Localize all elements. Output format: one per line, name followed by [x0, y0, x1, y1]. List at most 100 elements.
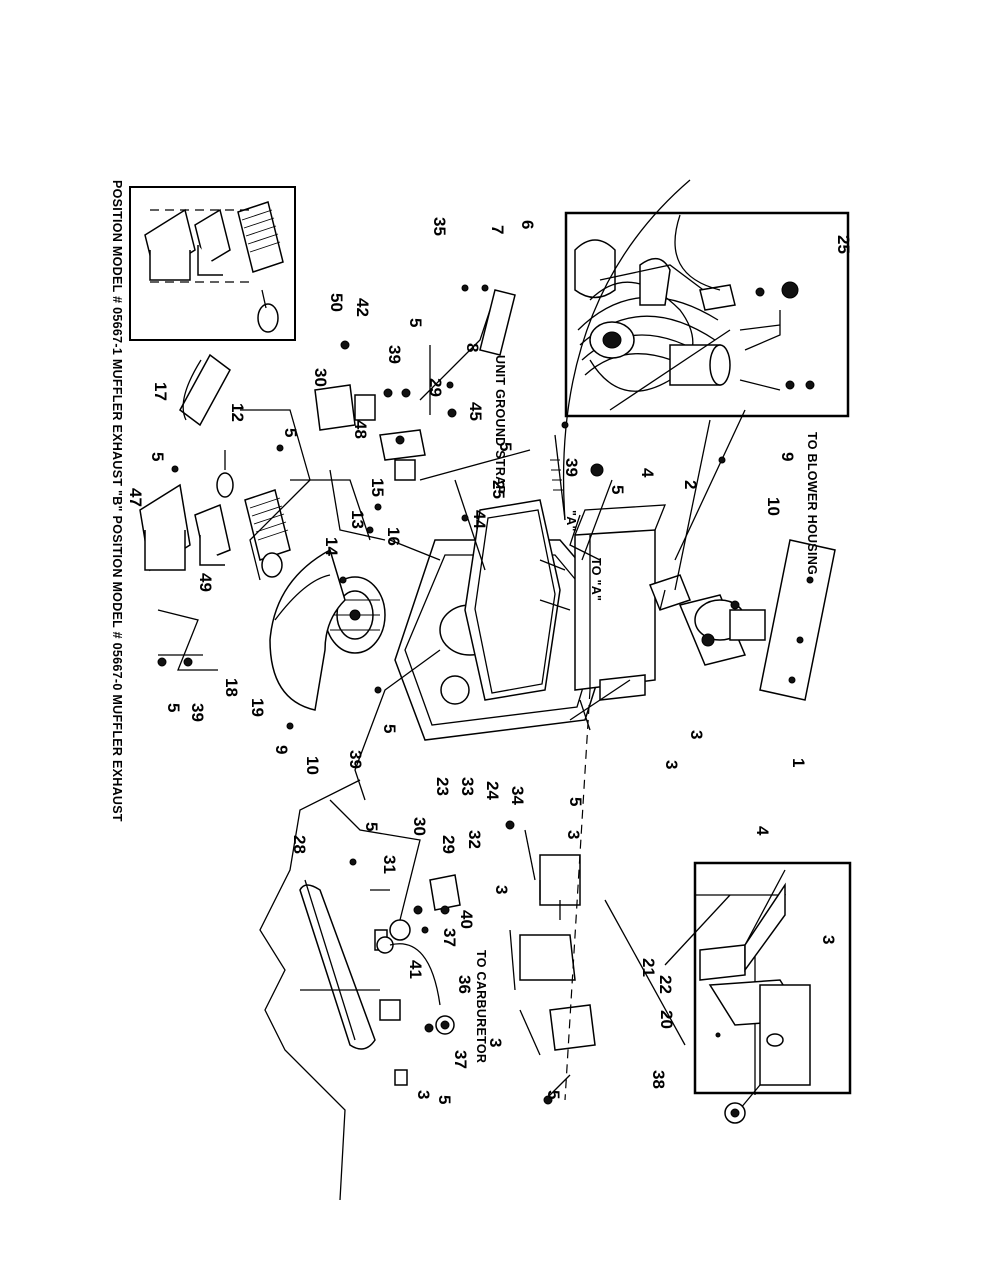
- callout-25: 25: [834, 235, 853, 254]
- callout-5: 5: [496, 442, 515, 451]
- callout-4: 4: [753, 826, 772, 836]
- callout-5: 5: [406, 318, 425, 327]
- note-muffler-b-position: "B" POSITION MODEL # 05667-0 MUFFLER EXH…: [110, 490, 124, 822]
- fasteners: [157, 284, 815, 1124]
- callout-29: 29: [439, 835, 458, 854]
- note-unit-ground-strap: UNIT GROUND STRAP: [493, 355, 507, 494]
- callout-50: 50: [327, 293, 346, 312]
- callout-18: 18: [222, 678, 241, 697]
- callout-42: 42: [353, 298, 372, 317]
- callout-3: 3: [486, 1038, 505, 1047]
- callout-21: 21: [639, 958, 658, 977]
- callout-31: 31: [380, 855, 399, 874]
- callout-9: 9: [272, 745, 291, 754]
- plate-30-50: [314, 384, 376, 431]
- callout-2: 2: [681, 480, 700, 489]
- note-to-a: TO "A": [589, 558, 603, 601]
- note-muffler-position-model1: POSITION MODEL # 05667-1 MUFFLER EXHAUST: [110, 180, 124, 486]
- small-part-12: [216, 450, 234, 498]
- callout-37: 37: [440, 928, 459, 947]
- generator-end: [678, 594, 766, 666]
- leader-lines: [157, 309, 746, 1201]
- callouts: 25 9 10 2 4 5 39 25 5 44 45 29 6 7 35 8 …: [126, 217, 853, 1104]
- callout-5: 5: [566, 797, 585, 806]
- callout-13: 13: [348, 510, 367, 529]
- callout-5: 5: [362, 822, 381, 831]
- callout-16: 16: [384, 527, 403, 546]
- callout-49: 49: [196, 573, 215, 592]
- callout-36: 36: [455, 975, 474, 994]
- callout-29: 29: [426, 378, 445, 397]
- note-a-marker: "A": [564, 510, 578, 532]
- note-to-blower-housing: TO BLOWER HOUSING: [805, 432, 819, 575]
- callout-32: 32: [465, 830, 484, 849]
- callout-25: 25: [489, 480, 508, 499]
- callout-12: 12: [228, 403, 247, 422]
- callout-10: 10: [764, 497, 783, 516]
- muffler-guard-17: [179, 353, 231, 427]
- callout-41: 41: [406, 960, 425, 979]
- fuel-tank: [574, 504, 666, 701]
- callout-3: 3: [662, 760, 681, 769]
- callout-39: 39: [346, 750, 365, 769]
- callout-28: 28: [290, 835, 309, 854]
- callout-37: 37: [451, 1050, 470, 1069]
- callout-5: 5: [164, 703, 183, 712]
- carburetor-assembly: [509, 689, 596, 1101]
- bracket-2: [649, 574, 691, 611]
- callout-15: 15: [368, 478, 387, 497]
- callout-47: 47: [126, 488, 145, 507]
- callout-7: 7: [488, 225, 507, 234]
- callout-3: 3: [414, 1090, 433, 1099]
- callout-45: 45: [466, 402, 485, 421]
- frame-tube: [464, 499, 571, 701]
- callout-20: 20: [657, 1010, 676, 1029]
- callout-5: 5: [435, 1095, 454, 1104]
- choke-linkage: [299, 874, 461, 1086]
- callout-8: 8: [463, 343, 482, 352]
- callout-3: 3: [819, 935, 838, 944]
- callout-33: 33: [458, 777, 477, 796]
- callout-22: 22: [656, 975, 675, 994]
- callout-10: 10: [303, 756, 322, 775]
- callout-3: 3: [492, 885, 511, 894]
- blower-shroud-19: [269, 548, 346, 711]
- callout-1: 1: [789, 758, 808, 767]
- callout-39: 39: [188, 703, 207, 722]
- callout-44: 44: [470, 510, 489, 529]
- callout-4: 4: [638, 468, 657, 478]
- callout-48: 48: [351, 420, 370, 439]
- callout-34: 34: [508, 786, 527, 805]
- callout-24: 24: [483, 781, 502, 800]
- note-to-carburetor: TO CARBURETOR: [474, 950, 488, 1063]
- callout-3: 3: [564, 830, 583, 839]
- callout-39: 39: [385, 345, 404, 364]
- rod-6: [479, 289, 516, 356]
- callout-39: 39: [562, 458, 581, 477]
- callout-5: 5: [148, 452, 167, 461]
- callout-3: 3: [687, 730, 706, 739]
- muffler-inset: [129, 186, 296, 341]
- governor-link-25: [550, 179, 691, 521]
- callout-5: 5: [380, 724, 399, 733]
- callout-38: 38: [649, 1070, 668, 1089]
- callout-5: 5: [608, 485, 627, 494]
- callout-9: 9: [778, 452, 797, 461]
- callout-5: 5: [281, 428, 300, 437]
- callout-30: 30: [311, 368, 330, 387]
- callout-23: 23: [433, 777, 452, 796]
- callout-19: 19: [248, 698, 267, 717]
- callout-17: 17: [151, 382, 170, 401]
- mounting-rail-right: [759, 539, 836, 701]
- callout-14: 14: [322, 537, 341, 556]
- callout-35: 35: [430, 217, 449, 236]
- muffler-47-49: [139, 483, 291, 578]
- callout-40: 40: [457, 910, 476, 929]
- callout-6: 6: [518, 220, 537, 229]
- bracket-detail-inset: [693, 861, 852, 1116]
- control-box-48: [379, 429, 426, 481]
- engine-detail-inset: [564, 211, 850, 418]
- callout-5: 5: [544, 1090, 563, 1099]
- callout-30: 30: [410, 817, 429, 836]
